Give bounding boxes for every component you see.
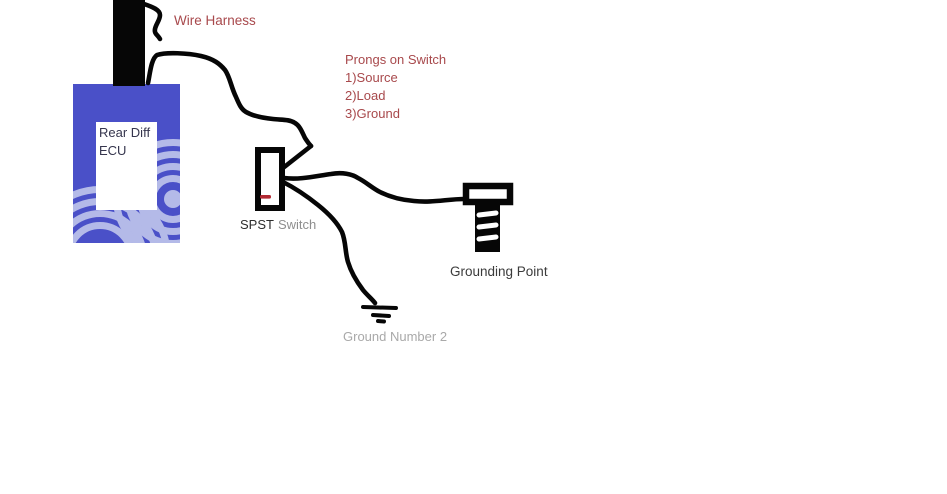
- bolt-thread: [476, 234, 499, 242]
- wire-harness-label: Wire Harness: [174, 13, 256, 28]
- bolt-head: [462, 182, 514, 206]
- wire-harness-connector-block: [113, 0, 145, 86]
- grounding-bolt-symbol: [462, 182, 514, 252]
- ground-number-2-label: Ground Number 2: [343, 329, 448, 344]
- bolt-shaft: [475, 204, 500, 252]
- ground-symbol-bar-long: [361, 305, 398, 310]
- prongs-note-title: Prongs on Switch: [345, 52, 447, 67]
- ecu-label-line2: ECU: [99, 143, 127, 158]
- ground-symbol: [361, 305, 398, 324]
- ecu-label-line1: Rear Diff: [99, 125, 151, 140]
- prongs-note-item-source: 1)Source: [345, 70, 398, 85]
- switch-source-prong: [280, 143, 314, 171]
- wire-harness-pointer-squiggle: [141, 1, 163, 42]
- grounding-point-label: Grounding Point: [450, 264, 548, 279]
- bolt-thread: [476, 210, 499, 218]
- ground-symbol-bar-short: [376, 319, 386, 324]
- spst-switch-symbol: [255, 147, 285, 211]
- prongs-on-switch-note: Prongs on Switch 1)Source 2)Load 3)Groun…: [345, 51, 446, 123]
- spst-switch-body: [255, 147, 285, 211]
- spst-switch-label-primary: SPST: [240, 217, 274, 232]
- ecu-label-panel: Rear Diff ECU: [96, 122, 157, 210]
- ground-symbol-bar-mid: [371, 313, 391, 318]
- spst-switch-indicator: [260, 195, 271, 199]
- spst-switch-label-secondary: Switch: [277, 217, 317, 232]
- prongs-note-item-ground: 3)Ground: [345, 106, 400, 121]
- switch-to-grounding-point-wire: [281, 170, 467, 204]
- bolt-thread: [476, 222, 499, 230]
- prongs-note-item-load: 2)Load: [345, 88, 386, 103]
- switch-to-ground2-wire: [280, 179, 378, 306]
